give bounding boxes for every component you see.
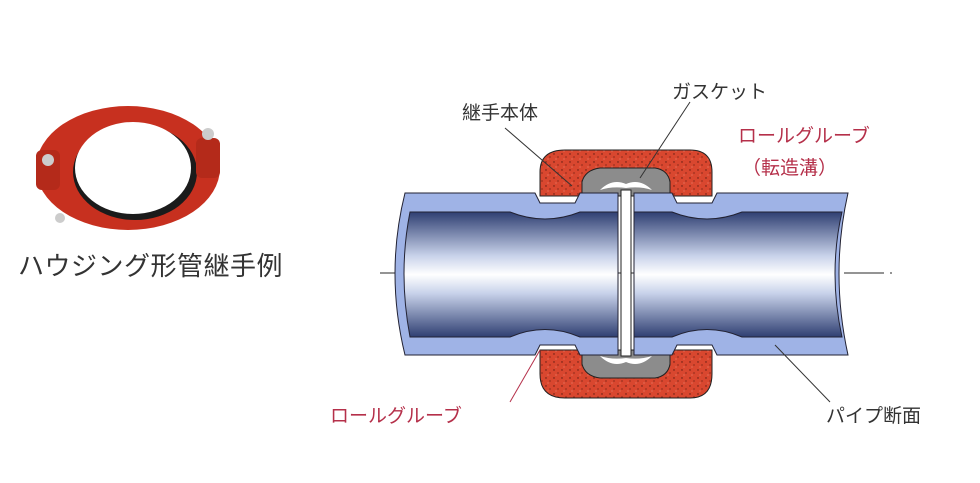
photo-caption: ハウジング形管継手例: [18, 252, 284, 282]
pipe-right: [633, 192, 849, 356]
bolt-icon: [55, 213, 65, 223]
label-roll-groove-top: ロールグルーブ: [738, 125, 870, 147]
housing-coupling-photo: [36, 106, 220, 230]
leader-roll-groove: [509, 349, 541, 403]
label-pipe-section: パイプ断面: [826, 405, 922, 427]
gasket: [581, 167, 671, 379]
leader-coupling-body: [504, 127, 573, 187]
leader-gasket: [639, 101, 691, 179]
bolt-icon: [42, 154, 54, 166]
label-coupling-body: 継手本体: [462, 102, 539, 124]
bolt-icon: [202, 128, 214, 140]
leader-pipe-section: [774, 344, 831, 403]
label-roll-groove-bottom: ロールグルーブ: [330, 405, 462, 427]
label-roll-groove-sub: （転造溝）: [742, 157, 838, 179]
pipe-left: [394, 192, 619, 356]
label-gasket: ガスケット: [672, 81, 768, 103]
